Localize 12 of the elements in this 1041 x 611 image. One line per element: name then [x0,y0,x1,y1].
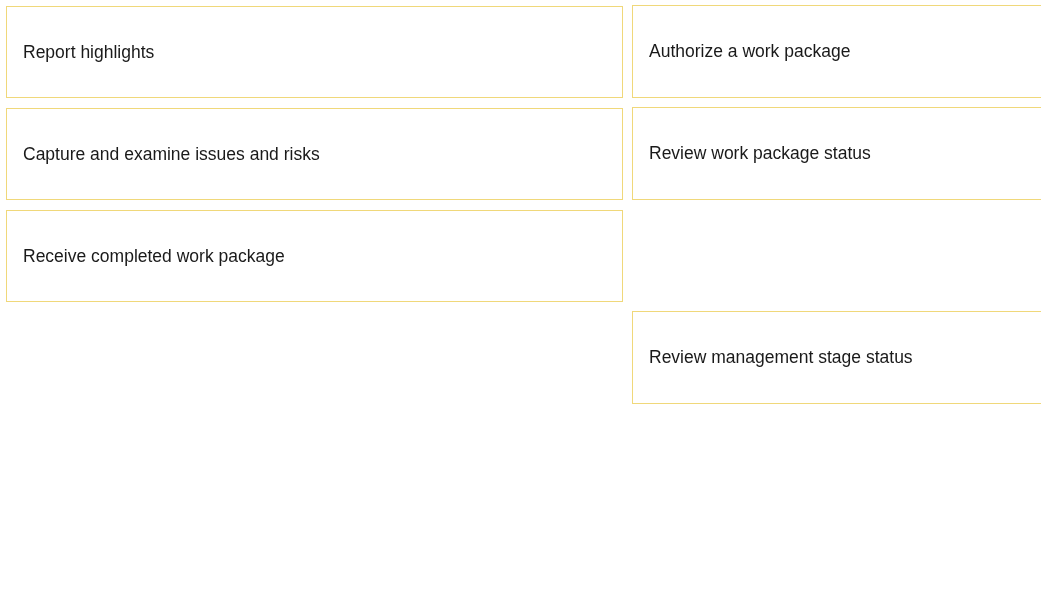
process-box [6,6,623,98]
box-label: Report highlights [23,41,155,63]
box-label: Authorize a work package [649,41,851,62]
process-box [632,107,1041,200]
process-box [6,108,623,200]
process-box [632,311,1041,404]
process-box [6,210,623,302]
box-label: Review management stage status [649,347,913,368]
box-label: Receive completed work package [23,245,285,267]
box-label: Review work package status [649,143,871,164]
process-box [632,5,1041,98]
box-label: Capture and examine issues and risks [23,143,320,165]
